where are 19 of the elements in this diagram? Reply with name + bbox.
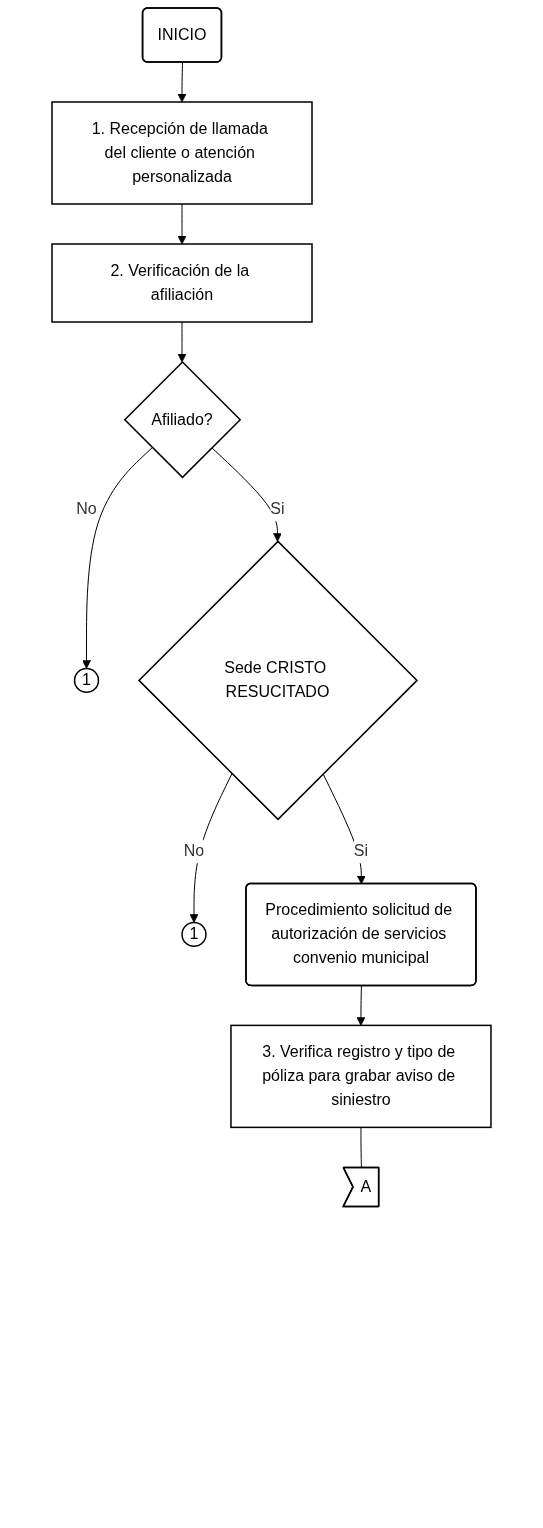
edge-label: Si bbox=[270, 500, 285, 518]
arrow bbox=[189, 773, 233, 923]
node-circle: 1 bbox=[181, 921, 207, 948]
edge-label: No bbox=[76, 500, 97, 518]
arrow bbox=[177, 203, 187, 245]
node-diamond: Sede CRISTO RESUCITADO bbox=[137, 540, 419, 821]
edge-label: No bbox=[183, 842, 205, 860]
edge-label: Si bbox=[353, 842, 369, 860]
arrow bbox=[177, 62, 187, 103]
node-box: 2. Verificación de la afiliación bbox=[51, 243, 313, 323]
arrow bbox=[82, 447, 153, 669]
arrow bbox=[177, 321, 187, 363]
arrow bbox=[322, 773, 366, 885]
arrow bbox=[356, 985, 366, 1026]
arrow bbox=[211, 447, 282, 542]
node-circle: 1 bbox=[73, 667, 100, 694]
node-diamond: Afiliado? bbox=[123, 360, 242, 479]
node-box: 1. Recepción de llamada del cliente o atención personalizada bbox=[51, 101, 313, 205]
node-box: 3. Verifica registro y tipo de póliza para grabar aviso de siniestro bbox=[230, 1024, 492, 1129]
